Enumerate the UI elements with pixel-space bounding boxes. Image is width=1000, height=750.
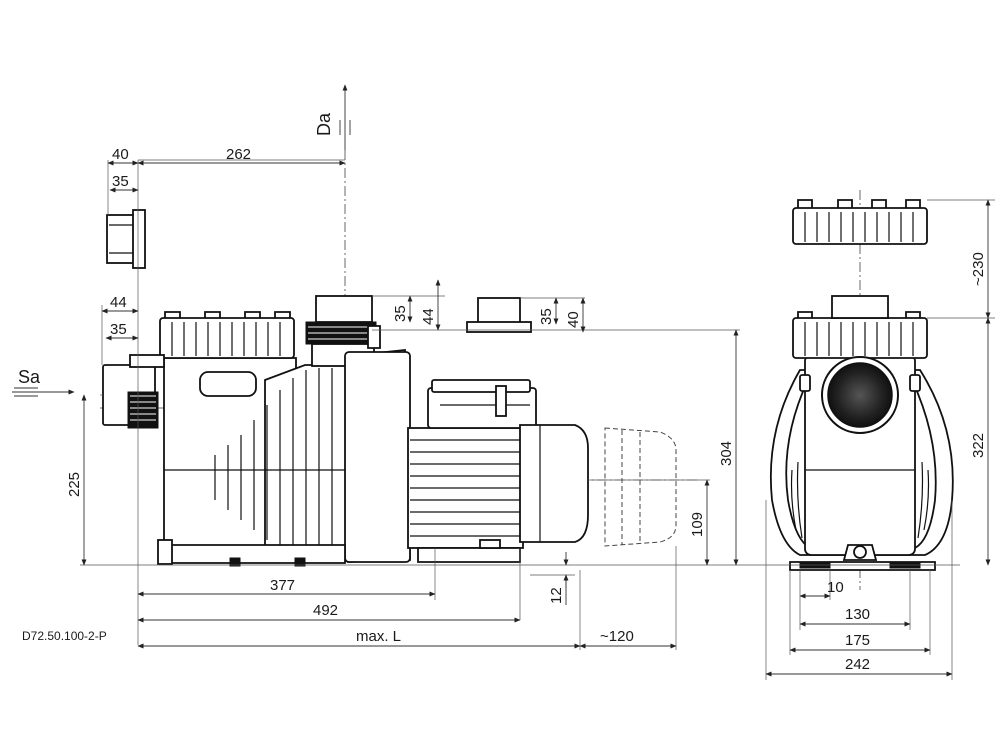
suction-port-opening (827, 362, 893, 428)
discharge-label: Da (314, 112, 334, 136)
dim-322: 322 (970, 433, 987, 458)
dim-242: 242 (845, 656, 870, 673)
dim-175: 175 (845, 632, 870, 649)
lid-ribs (171, 322, 281, 356)
dim-130: 130 (845, 606, 870, 623)
dim-35-top: 35 (112, 173, 129, 190)
dim-492: 492 (313, 602, 338, 619)
extension-lines (80, 159, 995, 680)
dim-35-piece: 35 (538, 308, 555, 325)
dim-44-left: 44 (110, 294, 127, 311)
dim-230: ~230 (970, 252, 987, 286)
dim-40-piece: 40 (565, 311, 582, 328)
dim-35-mid: 35 (392, 305, 409, 322)
suction-flow-arrow (12, 387, 75, 397)
dim-262: 262 (226, 146, 251, 163)
dim-40-top: 40 (112, 146, 129, 163)
dimension-lines (81, 160, 991, 677)
port-labels: Da Sa (18, 112, 334, 387)
front-ribs (790, 461, 930, 539)
union-part-top-left (106, 209, 146, 269)
dim-120: ~120 (600, 628, 634, 645)
drawing-code: D72.50.100-2-P (22, 629, 107, 643)
suction-thread (127, 391, 159, 429)
dim-44-mid: 44 (420, 308, 437, 325)
discharge-flow-arrow (339, 84, 351, 150)
dim-max-l: max. L (356, 628, 401, 645)
union-part-middle (466, 297, 532, 333)
dim-10: 10 (827, 579, 844, 596)
dimension-labels: 40 35 262 44 35 35 44 35 40 225 304 109 … (66, 146, 987, 673)
front-lid-separated (792, 199, 928, 245)
pump-side-view (102, 295, 677, 567)
dim-35-left: 35 (110, 321, 127, 338)
dim-109: 109 (689, 512, 706, 537)
pump-front-view (769, 199, 954, 571)
dim-304: 304 (718, 441, 735, 466)
motor-fins (410, 439, 521, 537)
suction-label: Sa (18, 367, 41, 387)
cone-ribs (164, 368, 350, 552)
dim-12: 12 (548, 587, 565, 604)
dim-377: 377 (270, 577, 295, 594)
dim-225: 225 (66, 472, 83, 497)
